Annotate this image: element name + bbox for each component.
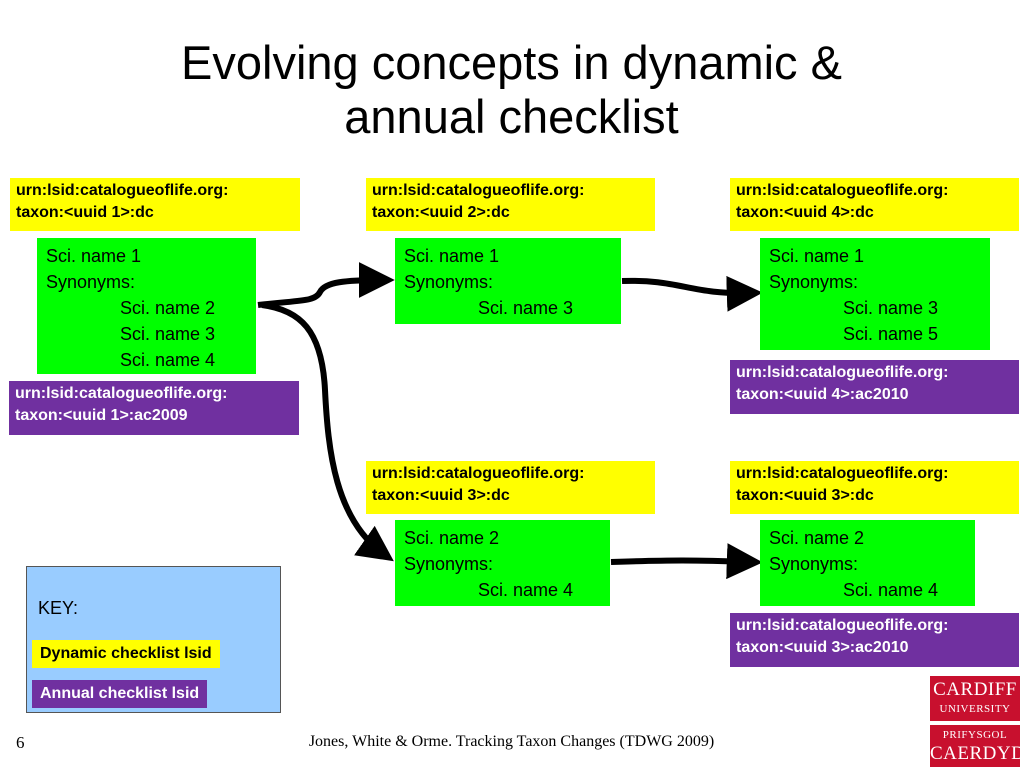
lsid-line: taxon:<uuid 4>:ac2010	[736, 386, 909, 403]
lsid-line: taxon:<uuid 3>:dc	[736, 487, 874, 504]
lsid-line: urn:lsid:catalogueoflife.org:	[736, 617, 949, 634]
page-title: Evolving concepts in dynamic & annual ch…	[0, 36, 1023, 144]
cardiff-logo-en: CARDIFF UNIVERSITY	[930, 676, 1020, 721]
synonyms-label: Synonyms:	[769, 272, 859, 292]
lsid-line: urn:lsid:catalogueoflife.org:	[372, 465, 585, 482]
slide-number: 6	[16, 733, 25, 752]
legend-key: KEY: Dynamic checklist lsid Annual check…	[26, 566, 281, 713]
key-dynamic-swatch: Dynamic checklist lsid	[32, 640, 220, 668]
dynamic-lsid-uuid2: urn:lsid:catalogueoflife.org: taxon:<uui…	[366, 178, 655, 231]
synonym: Sci. name 3	[478, 298, 574, 318]
arrow-c1-to-c3a	[261, 302, 394, 562]
synonym: Sci. name 2	[120, 298, 216, 318]
annual-lsid-uuid3-ac2010: urn:lsid:catalogueoflife.org: taxon:<uui…	[730, 613, 1019, 667]
logo-line: CARDIFF	[933, 679, 1017, 700]
cardiff-logo-cy: PRIFYSGOL CAERDYD	[930, 725, 1023, 767]
logo-line: UNIVERSITY	[939, 703, 1011, 715]
accepted-name: Sci. name 1	[46, 246, 142, 266]
synonym: Sci. name 4	[843, 580, 939, 600]
accepted-name: Sci. name 2	[769, 528, 865, 548]
logo-line: CAERDYD	[930, 743, 1023, 764]
dynamic-lsid-uuid3-a: urn:lsid:catalogueoflife.org: taxon:<uui…	[366, 461, 655, 514]
lsid-line: taxon:<uuid 1>:dc	[16, 204, 154, 221]
synonym: Sci. name 5	[843, 324, 939, 344]
accepted-name: Sci. name 2	[404, 528, 500, 548]
concept-box-c2: Sci. name 1 Synonyms: Sci. name 3	[395, 238, 621, 324]
logo-line: PRIFYSGOL	[942, 729, 1008, 741]
lsid-line: taxon:<uuid 4>:dc	[736, 204, 874, 221]
concept-box-c4: Sci. name 1 Synonyms: Sci. name 3 Sci. n…	[760, 238, 990, 350]
synonym: Sci. name 3	[120, 324, 216, 344]
lsid-line: taxon:<uuid 1>:ac2009	[15, 407, 188, 424]
lsid-line: taxon:<uuid 3>:dc	[372, 487, 510, 504]
annual-lsid-uuid4-ac2010: urn:lsid:catalogueoflife.org: taxon:<uui…	[730, 360, 1019, 414]
synonyms-label: Synonyms:	[404, 272, 494, 292]
synonym: Sci. name 4	[120, 350, 216, 370]
lsid-line: urn:lsid:catalogueoflife.org:	[736, 465, 949, 482]
arrow-c2-to-c4	[621, 275, 763, 312]
dynamic-lsid-uuid4: urn:lsid:catalogueoflife.org: taxon:<uui…	[730, 178, 1019, 231]
arrow-c3a-to-c3b	[610, 543, 763, 580]
lsid-line: urn:lsid:catalogueoflife.org:	[16, 182, 229, 199]
synonyms-label: Synonyms:	[404, 554, 494, 574]
key-title: KEY:	[38, 598, 79, 618]
key-annual-swatch: Annual checklist lsid	[32, 680, 208, 708]
lsid-line: taxon:<uuid 2>:dc	[372, 204, 510, 221]
synonyms-label: Synonyms:	[46, 272, 136, 292]
dynamic-lsid-uuid3-b: urn:lsid:catalogueoflife.org: taxon:<uui…	[730, 461, 1019, 514]
annual-lsid-uuid1-ac2009: urn:lsid:catalogueoflife.org: taxon:<uui…	[9, 381, 299, 435]
concept-box-c3a: Sci. name 2 Synonyms: Sci. name 4	[395, 520, 610, 606]
concept-box-c3b: Sci. name 2 Synonyms: Sci. name 4	[760, 520, 975, 606]
title-line-2: annual checklist	[344, 90, 679, 143]
synonyms-label: Synonyms:	[769, 554, 859, 574]
dynamic-lsid-uuid1: urn:lsid:catalogueoflife.org: taxon:<uui…	[10, 178, 300, 231]
footer-citation: Jones, White & Orme. Tracking Taxon Chan…	[308, 733, 715, 750]
concept-box-c1: Sci. name 1 Synonyms: Sci. name 2 Sci. n…	[37, 238, 256, 374]
synonym: Sci. name 3	[843, 298, 939, 318]
accepted-name: Sci. name 1	[769, 246, 865, 266]
accepted-name: Sci. name 1	[404, 246, 500, 266]
lsid-line: urn:lsid:catalogueoflife.org:	[372, 182, 585, 199]
arrow-c1-to-c2	[257, 262, 395, 308]
title-line-1: Evolving concepts in dynamic &	[181, 36, 842, 89]
synonym: Sci. name 4	[478, 580, 574, 600]
lsid-line: taxon:<uuid 3>:ac2010	[736, 639, 909, 656]
lsid-line: urn:lsid:catalogueoflife.org:	[736, 182, 949, 199]
lsid-line: urn:lsid:catalogueoflife.org:	[736, 364, 949, 381]
lsid-line: urn:lsid:catalogueoflife.org:	[15, 385, 228, 402]
